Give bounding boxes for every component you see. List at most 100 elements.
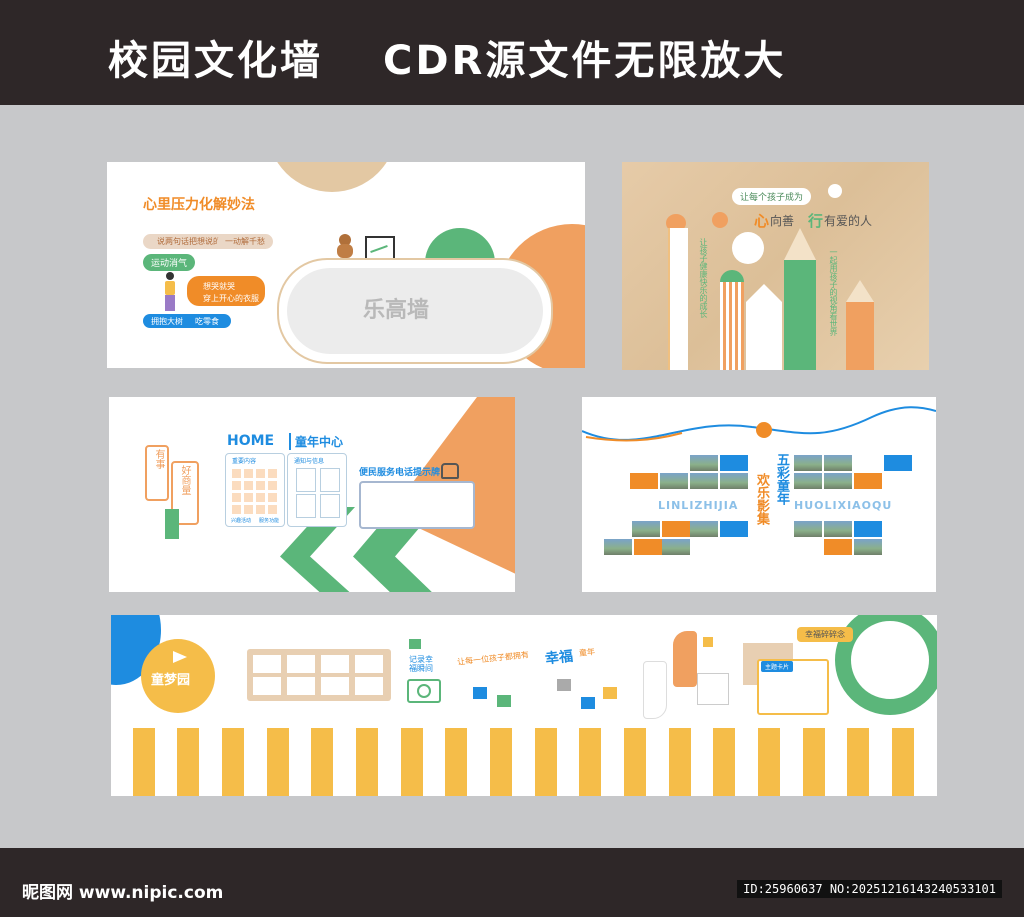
line-d: 有爱的人 xyxy=(824,214,873,228)
stripe xyxy=(713,728,735,796)
house-icon-gray xyxy=(557,679,571,691)
record-label: 记录幸福瞬间 xyxy=(409,655,433,673)
camera-icon xyxy=(407,679,441,703)
orange-block xyxy=(630,473,658,489)
orange-block xyxy=(854,473,882,489)
card-right: 通知与信息 xyxy=(287,453,347,527)
lego-board-title: 乐高墙 xyxy=(363,298,430,323)
green-tag xyxy=(165,509,179,539)
pencil-green-tip xyxy=(784,228,816,260)
white-circle-large xyxy=(732,232,764,264)
house-icon-orange xyxy=(603,687,617,699)
stripe xyxy=(222,728,244,796)
pencil-orange-small-top xyxy=(720,270,744,282)
card-left: 重要内容 xyxy=(225,453,285,527)
house-icon-green xyxy=(497,695,511,707)
vert-left: 让孩子健康快乐的成长 xyxy=(699,238,708,318)
photo xyxy=(690,521,718,537)
top-pill: 让每个孩子成为 xyxy=(732,188,812,205)
white-circle-small xyxy=(828,184,842,198)
white-square xyxy=(697,673,729,705)
dog-icon xyxy=(337,234,353,258)
photo xyxy=(662,539,690,555)
chart-board-icon xyxy=(365,236,395,260)
blue-block xyxy=(854,521,882,537)
photo xyxy=(632,521,660,537)
footer-brand[interactable]: 昵图网 www.nipic.com xyxy=(22,883,224,903)
card-right-title: 通知与信息 xyxy=(294,458,325,465)
pill-hug: 拥抱大树 xyxy=(151,317,183,326)
vert-right: 一起用孩子的视角看世界 xyxy=(829,248,838,336)
photo xyxy=(794,455,822,471)
card-left-title: 重要内容 xyxy=(232,458,257,465)
blue-block xyxy=(884,455,912,471)
title-left: 校园文化墙 xyxy=(108,38,323,84)
pencil-white xyxy=(746,302,782,370)
panel-photo-album: 五彩童年 欢乐影集 LINLIZHIJIA HUOLIXIAOQU xyxy=(582,397,936,592)
photo xyxy=(690,473,718,489)
page-title: 校园文化墙 CDR源文件无限放大 xyxy=(108,28,786,86)
center-title: 童年中心 xyxy=(289,433,343,450)
stripe xyxy=(669,728,691,796)
ruler-sun-icon xyxy=(666,214,686,232)
stripe xyxy=(133,728,155,796)
photo xyxy=(604,539,632,555)
stripe xyxy=(535,728,557,796)
footer-id: ID:25960637 NO:20251216143240533101 xyxy=(737,880,1002,898)
wave-lines xyxy=(582,406,936,442)
arc-strong: 幸福 xyxy=(544,648,574,668)
pencil-green xyxy=(784,260,816,370)
stripe xyxy=(847,728,869,796)
cubby-shelf xyxy=(247,649,391,701)
pill-blue-group xyxy=(143,314,231,328)
pencil-orange xyxy=(846,302,874,370)
bubble-discuss-text: 好商量 xyxy=(179,465,190,495)
person-illustration xyxy=(163,272,177,312)
photo xyxy=(660,473,688,489)
line-b: 向善 xyxy=(770,214,795,228)
right-label: HUOLIXIAOQU xyxy=(794,499,893,512)
stripe xyxy=(803,728,825,796)
pill-snack: 吃零食 xyxy=(195,317,219,326)
orange-block xyxy=(662,521,690,537)
panel1-heading: 心里压力化解妙法 xyxy=(143,197,255,213)
blue-block xyxy=(720,521,748,537)
stripe xyxy=(490,728,512,796)
pill-clothes: 穿上开心的衣服 xyxy=(203,294,259,303)
phone-icon xyxy=(441,463,459,479)
panel-childhood-center: 有事 好商量 HOME 童年中心 重要内容 通知与信息 兴趣活动 服务功能 便民… xyxy=(109,397,515,592)
photo xyxy=(854,539,882,555)
photo xyxy=(824,473,852,489)
bubble-discuss xyxy=(171,461,199,525)
photo xyxy=(824,455,852,471)
stripe xyxy=(267,728,289,796)
panel-dream-garden: 童梦园 记录幸福瞬间 让每一位孩子都拥有 幸福 童年 幸福碎碎念 主题卡片 xyxy=(111,615,937,796)
orange-block xyxy=(824,539,852,555)
arc-text: 让每一位孩子都拥有 xyxy=(456,650,530,667)
stripe xyxy=(401,728,423,796)
height-ruler xyxy=(668,228,688,370)
bubble-have-thing xyxy=(145,445,169,501)
stripe xyxy=(758,728,780,796)
panel-pencil-wall: 让每个孩子成为 心 向善 行 有爱的人 让孩子健康快乐的成长 一起用孩子的视角看… xyxy=(622,162,929,370)
home-logo: HOME xyxy=(227,433,275,449)
small-tag: 主题卡片 xyxy=(761,661,794,672)
photo xyxy=(794,473,822,489)
album-title-col2: 欢乐影集 xyxy=(754,473,769,525)
card-foot-2: 服务功能 xyxy=(259,518,280,524)
stripe xyxy=(445,728,467,796)
panel-lego-wall: 心里压力化解妙法 说两句话把想说的 一动解千愁 运动消气 想哭就哭 穿上开心的衣… xyxy=(107,162,585,368)
line-a: 心 xyxy=(754,212,770,230)
quote-mark-orange xyxy=(673,631,697,687)
pencil-orange-tip xyxy=(846,280,874,302)
stripe xyxy=(624,728,646,796)
house-icon-blue xyxy=(473,687,487,699)
photo xyxy=(824,521,852,537)
title-right: CDR源文件无限放大 xyxy=(383,38,787,84)
stripe xyxy=(177,728,199,796)
card-foot-1: 兴趣活动 xyxy=(231,518,252,524)
photo xyxy=(720,473,748,489)
pencil-orange-small xyxy=(720,282,744,370)
paper-plane-icon xyxy=(173,651,187,663)
stripe xyxy=(892,728,914,796)
